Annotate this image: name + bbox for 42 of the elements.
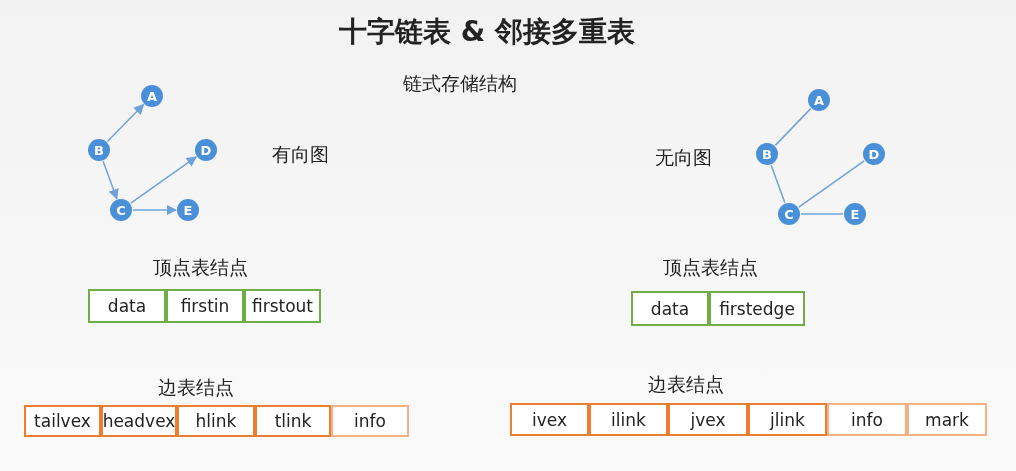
vertex-circle: A xyxy=(141,85,163,107)
graph-label: 无向图 xyxy=(654,145,712,170)
field-cell: jlink xyxy=(748,403,827,436)
section-heading: 边表结点 xyxy=(158,375,234,400)
field-cell: ivex xyxy=(510,403,589,436)
field-cell: info xyxy=(827,403,907,436)
title: 十字链表 & 邻接多重表 xyxy=(339,14,635,50)
vertex-circle: C xyxy=(110,199,132,221)
field-cell: firstedge xyxy=(709,291,805,326)
arrow xyxy=(102,160,119,200)
field-cell: tlink xyxy=(255,405,331,437)
vertex-circle: E xyxy=(844,203,866,225)
field-cell: tailvex xyxy=(24,405,101,437)
field-cell: ilink xyxy=(589,403,668,436)
field-cell: headvex xyxy=(101,405,177,437)
graph-label: 有向图 xyxy=(271,142,329,167)
vertex-circle: D xyxy=(195,139,217,161)
arrow xyxy=(132,204,178,216)
field-cell: firstin xyxy=(166,289,244,323)
field-cell: jvex xyxy=(668,403,748,436)
connector-line xyxy=(800,213,844,215)
field-cell: info xyxy=(331,405,409,437)
connector-line xyxy=(798,160,865,208)
field-cell: data xyxy=(88,289,166,323)
arrow xyxy=(106,103,145,143)
vertex-circle: C xyxy=(778,203,800,225)
vertex-circle: A xyxy=(808,89,830,111)
connector-line xyxy=(770,164,786,204)
connector-line xyxy=(774,107,812,147)
field-cell: firstout xyxy=(244,289,321,323)
vertex-circle: B xyxy=(88,139,110,161)
field-cell: data xyxy=(631,291,709,326)
subtitle: 链式存储结构 xyxy=(403,71,517,96)
vertex-circle: B xyxy=(756,143,778,165)
section-heading: 顶点表结点 xyxy=(152,255,248,280)
field-cell: hlink xyxy=(177,405,255,437)
vertex-circle: D xyxy=(863,143,885,165)
arrow xyxy=(130,156,198,204)
vertex-circle: E xyxy=(177,199,199,221)
section-heading: 顶点表结点 xyxy=(662,255,758,280)
field-cell: mark xyxy=(907,403,987,436)
section-heading: 边表结点 xyxy=(648,372,724,397)
